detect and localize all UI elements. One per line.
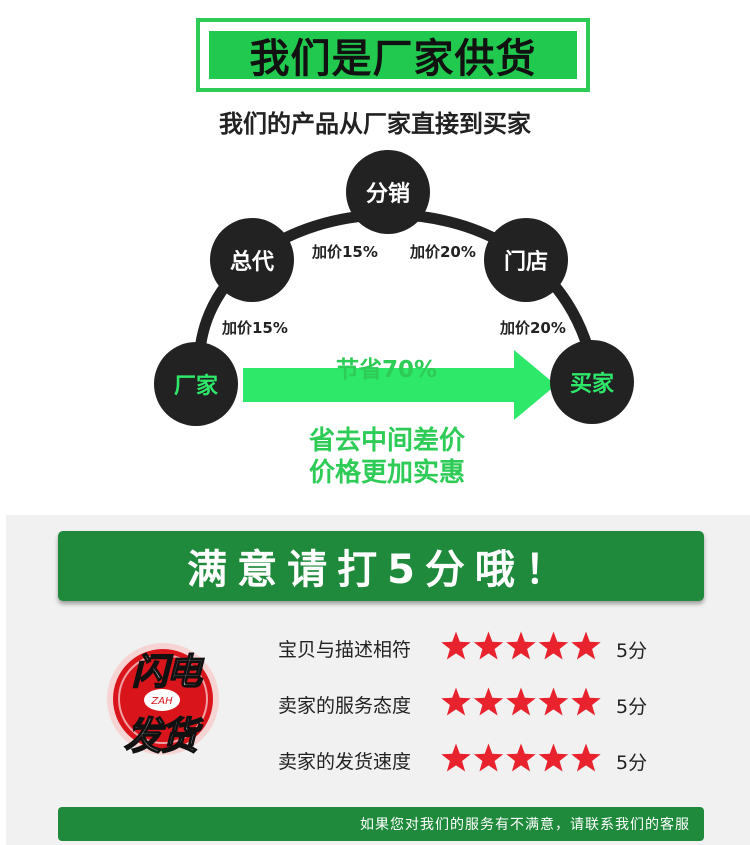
stars-svg: [441, 687, 601, 716]
markup-factory-agent: 加价15%: [222, 319, 288, 337]
star-icon: [538, 743, 569, 772]
node-distribution-label: 分销: [365, 182, 410, 207]
node-factory: 厂家: [154, 342, 238, 426]
rating-row-service: 卖家的服务态度 5分: [278, 685, 698, 721]
footer-bar: 如果您对我们的服务有不满意，请联系我们的客服: [58, 807, 704, 841]
rating-label: 宝贝与描述相符: [278, 639, 412, 661]
star-rating: [440, 630, 620, 662]
node-factory-label: 厂家: [173, 374, 218, 399]
star-rating: [440, 686, 620, 718]
node-general-agent: 总代: [210, 218, 294, 302]
rating-label: 卖家的服务态度: [278, 695, 412, 717]
page-title: 我们是厂家供货: [249, 36, 537, 82]
badge-lettering-top: 闪电: [131, 651, 203, 694]
node-buyer-label: 买家: [569, 372, 614, 397]
star-icon: [506, 743, 536, 772]
rating-banner-text: 满意请打5分哦！: [187, 547, 575, 593]
star-icon: [506, 687, 536, 716]
rating-score: 5分: [616, 640, 648, 662]
title-frame: 我们是厂家供货: [196, 18, 590, 92]
rating-label: 卖家的发货速度: [278, 751, 412, 773]
star-icon: [571, 631, 601, 660]
markup-agent-distribution: 加价15%: [312, 243, 378, 261]
markup-store-buyer: 加价20%: [500, 319, 566, 337]
savings-slogan-2: 价格更加实惠: [308, 458, 465, 488]
flash-delivery-badge: ZAH: [107, 643, 219, 755]
node-store: 门店: [484, 218, 568, 302]
savings-label: 节省70%: [336, 357, 438, 383]
star-icon: [571, 743, 601, 772]
badge-lettering-bottom: 发货: [123, 713, 199, 759]
markup-distribution-store: 加价20%: [410, 243, 476, 261]
star-icon: [571, 687, 601, 716]
star-icon: [538, 687, 569, 716]
node-distribution: 分销: [346, 150, 430, 234]
star-rating: [440, 742, 620, 774]
star-icon: [441, 743, 471, 772]
star-icon: [441, 631, 471, 660]
star-icon: [506, 631, 536, 660]
star-icon: [473, 743, 504, 772]
rating-banner: 满意请打5分哦！: [58, 531, 704, 601]
rating-row-description: 宝贝与描述相符 5分: [278, 629, 698, 665]
badge-small-text: ZAH: [150, 696, 173, 707]
node-buyer: 买家: [550, 340, 634, 424]
supply-chain-section: 我们是厂家供货 我们的产品从厂家直接到买家 厂家 总代 分销 门店 买家 加价1…: [154, 18, 634, 488]
node-store-label: 门店: [503, 250, 548, 275]
star-icon: [441, 687, 471, 716]
savings-slogan-1: 省去中间差价: [308, 426, 465, 456]
star-icon: [473, 687, 504, 716]
stars-svg: [441, 743, 601, 772]
star-icon: [538, 631, 569, 660]
title-banner: 我们是厂家供货: [209, 31, 577, 82]
direct-arrow: [243, 350, 556, 420]
stars-svg: [441, 631, 601, 660]
star-icon: [473, 631, 504, 660]
footer-text: 如果您对我们的服务有不满意，请联系我们的客服: [360, 817, 690, 833]
page-subtitle: 我们的产品从厂家直接到买家: [219, 110, 531, 138]
rating-row-shipping: 卖家的发货速度 5分: [278, 741, 698, 777]
rating-score: 5分: [616, 752, 648, 774]
rating-score: 5分: [616, 696, 648, 718]
rating-section: 满意请打5分哦！ ZAH 闪电 发货 宝贝与描述相符 5分 卖家的服务态度 5分…: [6, 515, 750, 845]
node-general-agent-label: 总代: [229, 250, 274, 275]
